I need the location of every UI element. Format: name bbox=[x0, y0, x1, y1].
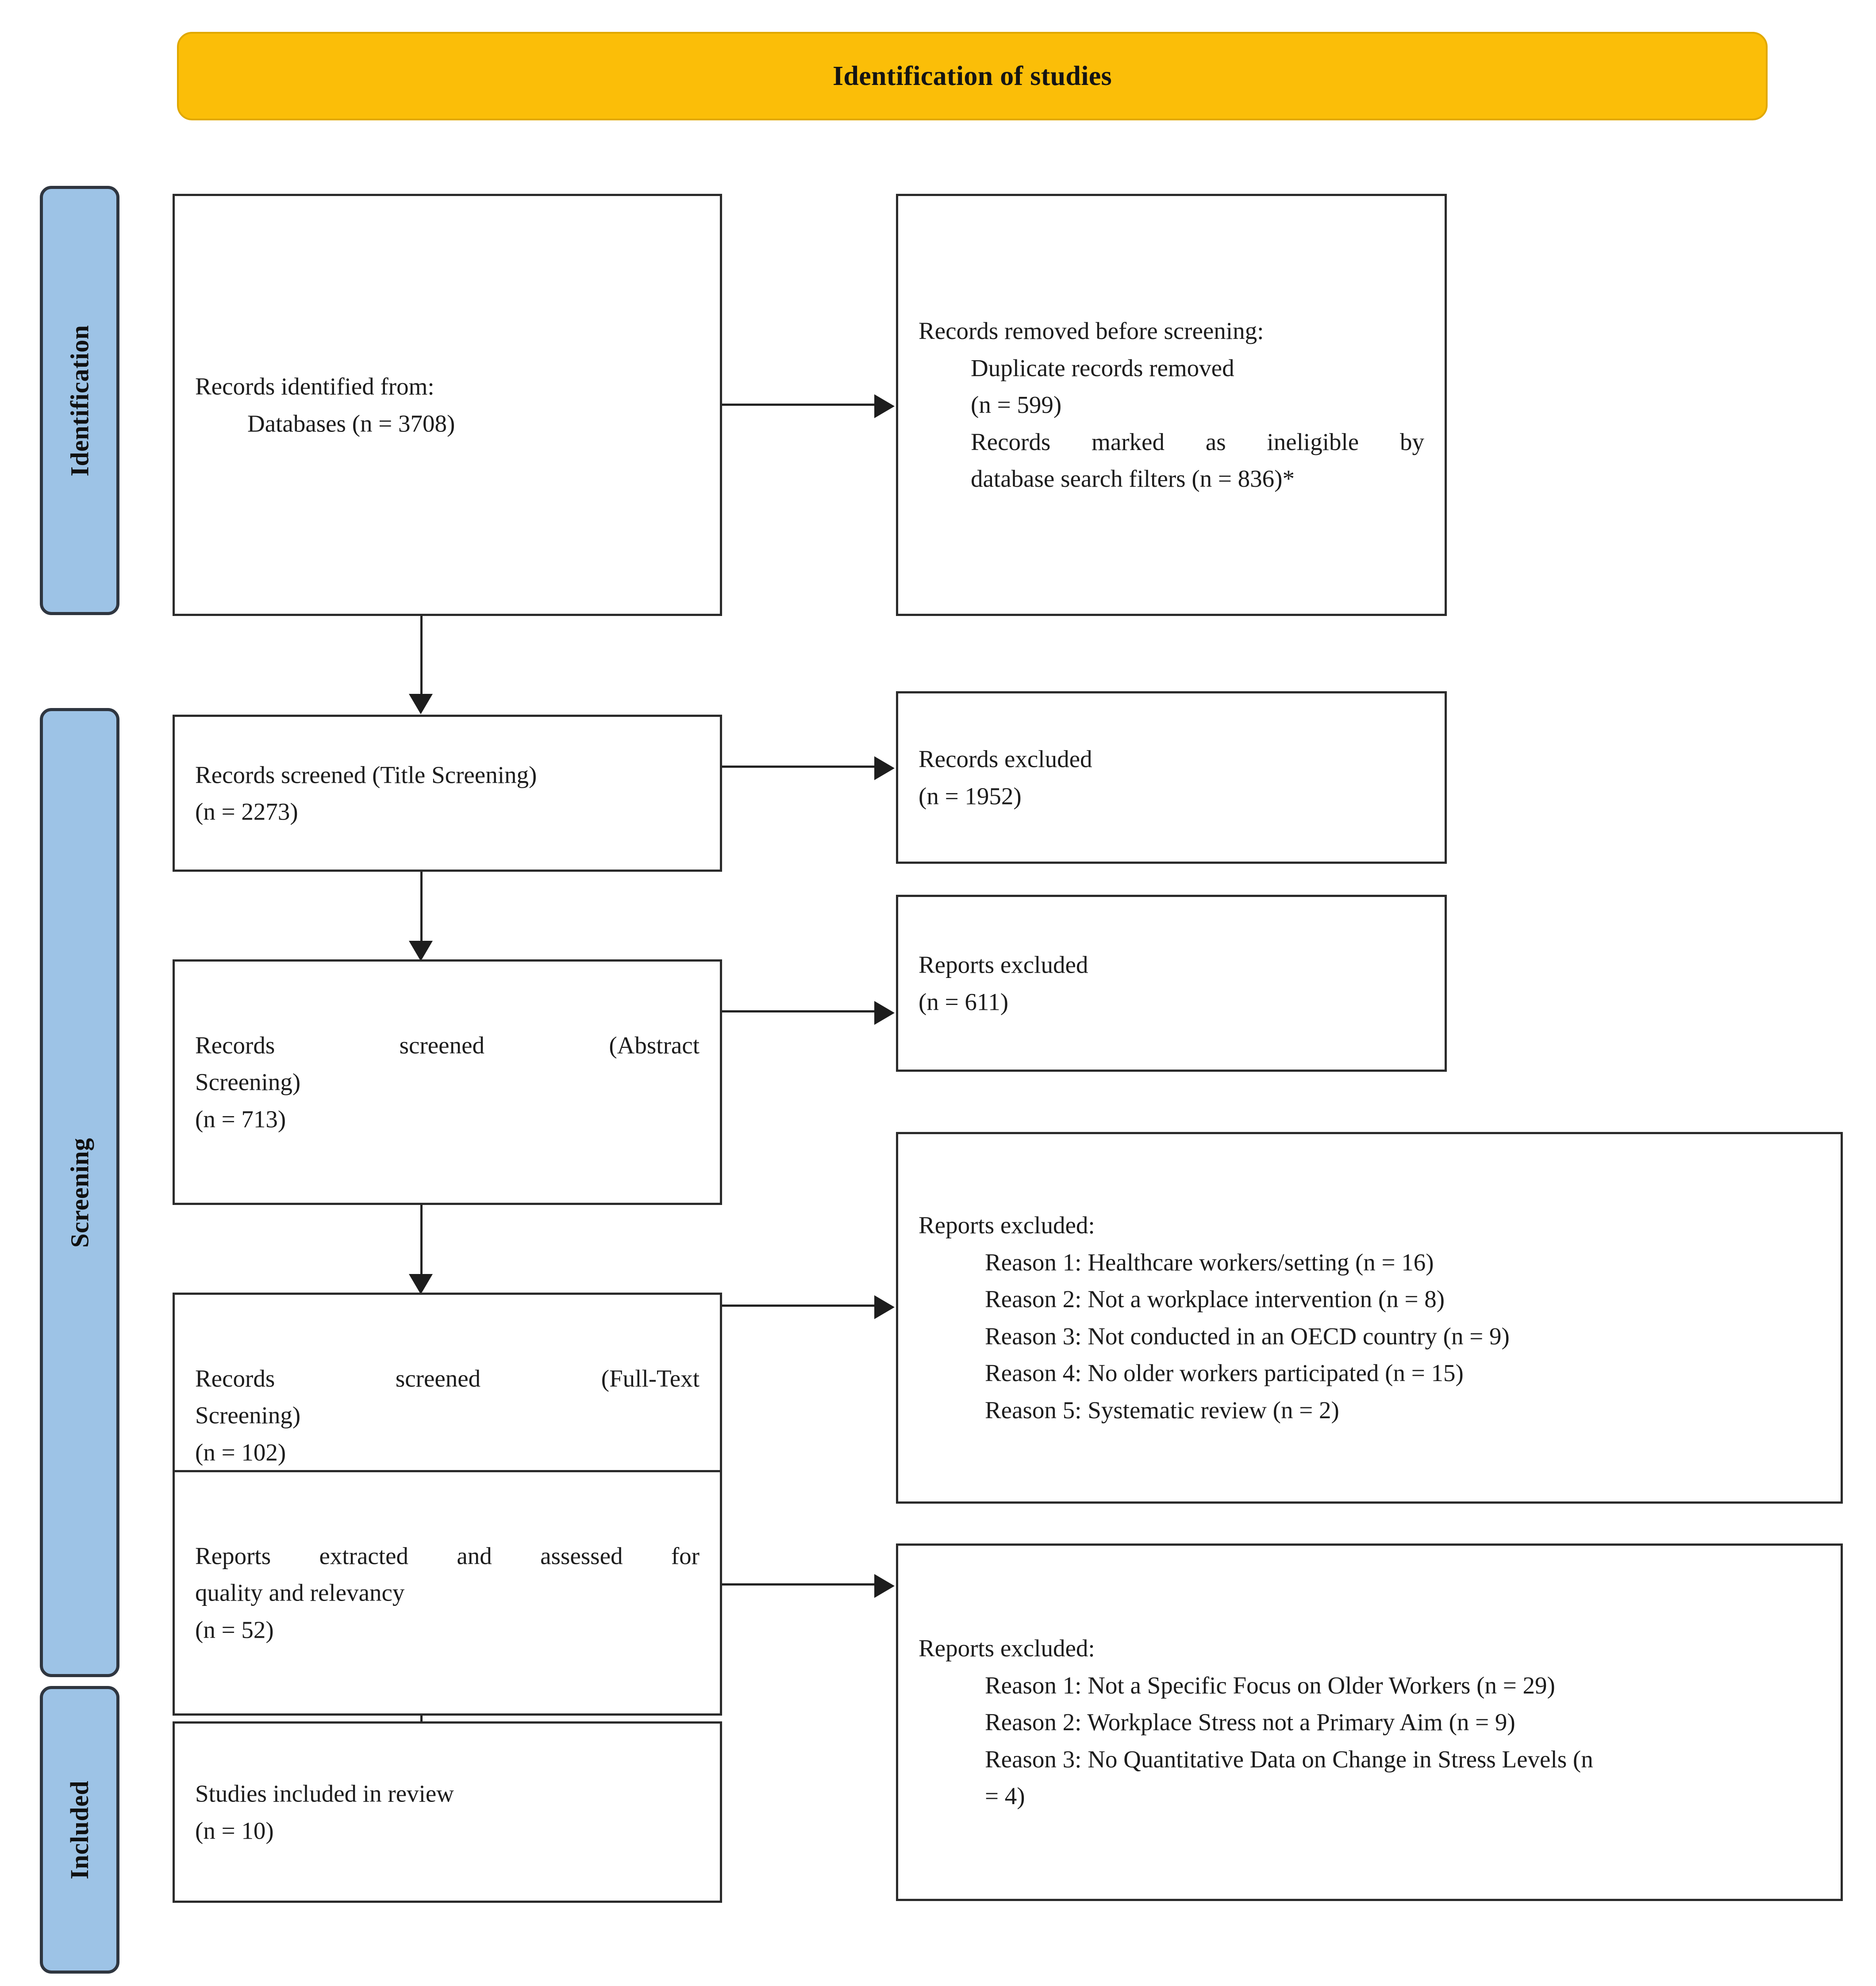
reports-excluded-quality-reason-3: Reason 3: No Quantitative Data on Change… bbox=[985, 1745, 1593, 1773]
phase-label-identification: Identification bbox=[65, 324, 94, 477]
connector-identified-to-title-screening bbox=[420, 616, 423, 696]
box-reports-excluded-quality: Reports excluded: Reason 1: Not a Specif… bbox=[896, 1543, 1843, 1901]
reports-extracted-line2: quality and relevancy bbox=[195, 1579, 405, 1606]
reports-excluded-quality-reason-1: Reason 1: Not a Specific Focus on Older … bbox=[985, 1671, 1555, 1699]
box-reports-extracted: Reports extracted and assessed for quali… bbox=[173, 1470, 722, 1716]
arrowhead-identified-to-removed bbox=[874, 394, 895, 418]
records-removed-line3: (n = 599) bbox=[971, 391, 1062, 419]
arrowhead-identified-to-title-screening bbox=[409, 694, 433, 714]
title-screening-line2: (n = 2273) bbox=[195, 798, 298, 825]
arrowhead-abstract-to-fulltext bbox=[409, 1274, 433, 1294]
phase-sidebar-included: Included bbox=[40, 1686, 119, 1974]
banner-title: Identification of studies bbox=[833, 61, 1112, 91]
reports-excluded-fulltext-reason-4: Reason 4: No older workers participated … bbox=[985, 1359, 1464, 1387]
fulltext-screening-line1: Records screened (Full-Text bbox=[195, 1365, 700, 1392]
connector-abstract-to-reports-excluded bbox=[722, 1010, 876, 1012]
connector-title-screening-to-excluded bbox=[722, 766, 876, 768]
reports-excluded-quality-reason-2: Reason 2: Workplace Stress not a Primary… bbox=[985, 1709, 1515, 1736]
records-identified-line2: Databases (n = 3708) bbox=[247, 410, 455, 437]
reports-excluded-fulltext-reason-1: Reason 1: Healthcare workers/setting (n … bbox=[985, 1248, 1434, 1276]
phase-label-included: Included bbox=[65, 1780, 94, 1879]
connector-extracted-to-quality-reasons bbox=[722, 1583, 876, 1586]
identification-of-studies-banner: Identification of studies bbox=[177, 32, 1768, 120]
box-studies-included: Studies included in review (n = 10) bbox=[173, 1721, 722, 1903]
box-records-identified: Records identified from: Databases (n = … bbox=[173, 194, 722, 616]
arrowhead-fulltext-to-reasons bbox=[874, 1295, 895, 1319]
box-reports-excluded-abstract: Reports excluded (n = 611) bbox=[896, 895, 1447, 1072]
connector-identified-to-removed bbox=[722, 404, 876, 406]
records-removed-line4: Records marked as ineligible by bbox=[971, 428, 1424, 455]
records-removed-line2: Duplicate records removed bbox=[971, 354, 1234, 381]
arrowhead-abstract-to-reports-excluded bbox=[874, 1001, 895, 1025]
title-screening-line1: Records screened (Title Screening) bbox=[195, 761, 537, 788]
reports-extracted-line3: (n = 52) bbox=[195, 1616, 274, 1643]
arrowhead-extracted-to-quality-reasons bbox=[874, 1574, 895, 1598]
box-reports-excluded-fulltext: Reports excluded: Reason 1: Healthcare w… bbox=[896, 1132, 1843, 1504]
records-removed-line1: Records removed before screening: bbox=[919, 317, 1264, 345]
reports-excluded-abstract-line2: (n = 611) bbox=[919, 988, 1009, 1015]
records-excluded-line1: Records excluded bbox=[919, 745, 1092, 773]
arrowhead-title-to-abstract-screening bbox=[409, 941, 433, 961]
connector-fulltext-to-reasons bbox=[722, 1305, 876, 1307]
phase-label-screening: Screening bbox=[65, 1137, 94, 1248]
box-abstract-screening: Records screened (Abstract Screening) (n… bbox=[173, 959, 722, 1205]
studies-included-line1: Studies included in review bbox=[195, 1780, 454, 1807]
phase-sidebar-identification: Identification bbox=[40, 186, 119, 615]
connector-title-to-abstract-screening bbox=[420, 872, 423, 943]
studies-included-line2: (n = 10) bbox=[195, 1817, 274, 1844]
reports-excluded-fulltext-reason-2: Reason 2: Not a workplace intervention (… bbox=[985, 1286, 1445, 1313]
reports-excluded-abstract-line1: Reports excluded bbox=[919, 951, 1088, 978]
arrowhead-title-screening-to-excluded bbox=[874, 756, 895, 780]
reports-extracted-line1: Reports extracted and assessed for bbox=[195, 1542, 700, 1570]
records-excluded-line2: (n = 1952) bbox=[919, 782, 1022, 809]
abstract-screening-line2: Screening) bbox=[195, 1068, 301, 1096]
records-identified-line1: Records identified from: bbox=[195, 373, 434, 400]
abstract-screening-line1: Records screened (Abstract bbox=[195, 1031, 700, 1059]
box-title-screening: Records screened (Title Screening) (n = … bbox=[173, 715, 722, 872]
reports-excluded-fulltext-reason-3: Reason 3: Not conducted in an OECD count… bbox=[985, 1323, 1510, 1350]
fulltext-screening-line2: Screening) bbox=[195, 1401, 301, 1429]
box-records-excluded: Records excluded (n = 1952) bbox=[896, 691, 1447, 864]
reports-excluded-quality-reason-3-cont: = 4) bbox=[985, 1782, 1025, 1810]
fulltext-screening-line3: (n = 102) bbox=[195, 1439, 286, 1466]
reports-excluded-fulltext-reason-5: Reason 5: Systematic review (n = 2) bbox=[985, 1397, 1339, 1424]
reports-excluded-fulltext-heading: Reports excluded: bbox=[919, 1212, 1095, 1239]
phase-sidebar-screening: Screening bbox=[40, 708, 119, 1677]
abstract-screening-line3: (n = 713) bbox=[195, 1105, 286, 1133]
records-removed-line5: database search filters (n = 836)* bbox=[971, 465, 1295, 493]
box-records-removed-before-screening: Records removed before screening: Duplic… bbox=[896, 194, 1447, 616]
connector-abstract-to-fulltext bbox=[420, 1205, 423, 1276]
reports-excluded-quality-heading: Reports excluded: bbox=[919, 1635, 1095, 1662]
